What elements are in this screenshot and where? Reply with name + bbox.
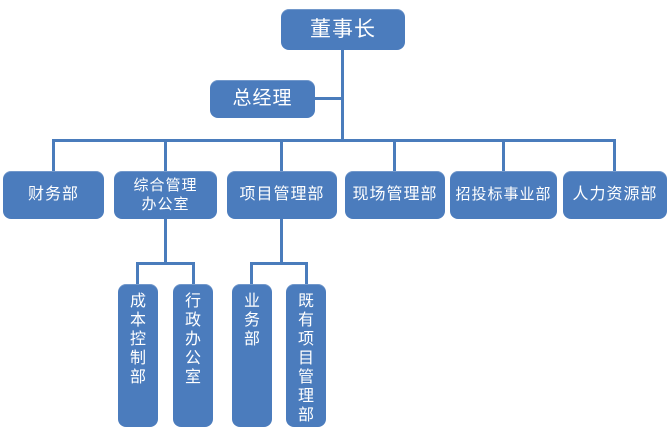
connector-chairman-vertical	[341, 50, 344, 141]
org-node-chairman: 董事长	[281, 9, 405, 50]
connector-project-management-bar	[250, 262, 308, 265]
connector-project-management-vertical	[280, 219, 283, 265]
org-node-finance: 财务部	[3, 171, 104, 219]
connector-drop-administrative-office	[192, 262, 195, 284]
connector-drop-site-management	[393, 140, 396, 171]
org-node-site-management: 现场管理部	[345, 171, 445, 219]
org-node-general-admin-office: 综合管理 办公室	[114, 171, 217, 219]
org-node-general-manager: 总经理	[210, 80, 315, 118]
org-node-project-management: 项目管理部	[227, 171, 337, 219]
connector-general-admin-office-vertical	[164, 219, 167, 265]
org-node-cost-control: 成本控制部	[118, 284, 158, 427]
connector-drop-existing-project-management	[305, 262, 308, 284]
connector-level3-rail	[52, 139, 616, 142]
connector-drop-business	[250, 262, 253, 284]
connector-drop-finance	[52, 140, 55, 171]
connector-drop-cost-control	[136, 262, 139, 284]
connector-general-manager-stub	[315, 97, 343, 100]
connector-drop-general-admin-office	[164, 140, 167, 171]
connector-drop-project-management	[280, 140, 283, 171]
org-node-business: 业务部	[232, 284, 272, 427]
connector-drop-bidding-division	[502, 140, 505, 171]
org-node-human-resources: 人力资源部	[563, 171, 667, 219]
org-node-bidding-division: 招投标事业部	[450, 171, 557, 219]
connector-general-admin-office-bar	[136, 262, 195, 265]
org-node-existing-project-management: 既有项目管理部	[286, 284, 326, 427]
org-node-administrative-office: 行政办公室	[173, 284, 213, 427]
connector-drop-human-resources	[613, 140, 616, 171]
